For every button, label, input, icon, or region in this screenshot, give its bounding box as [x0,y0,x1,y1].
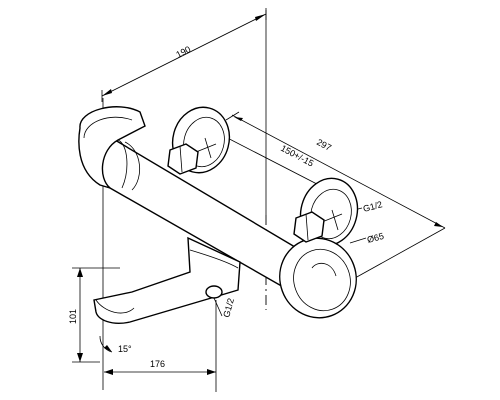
dim-190: 190 [101,8,267,102]
thread-outlet-callout: G1/2 [213,297,236,319]
left-hex-nut [167,143,199,175]
thread-inlet-label: G1/2 [362,199,383,214]
dim-176-label: 176 [150,359,165,369]
rosette-callout: Ø65 [349,231,385,245]
dim-101: 101 [68,267,120,363]
rosette-label: Ø65 [366,231,385,245]
right-hex-nut [293,211,325,243]
dim-101-label: 101 [68,309,78,324]
dim-176: 176 [104,300,217,392]
right-knob [279,237,357,319]
dim-150-label: 150+/-15 [279,143,315,169]
dim-190-label: 190 [174,44,192,60]
dim-angle: 15° [99,335,132,354]
dim-297-label: 297 [315,137,333,153]
spout [93,236,241,324]
dim-angle-label: 15° [118,344,132,354]
left-cap [78,106,146,189]
thread-outlet-label: G1/2 [221,297,236,318]
